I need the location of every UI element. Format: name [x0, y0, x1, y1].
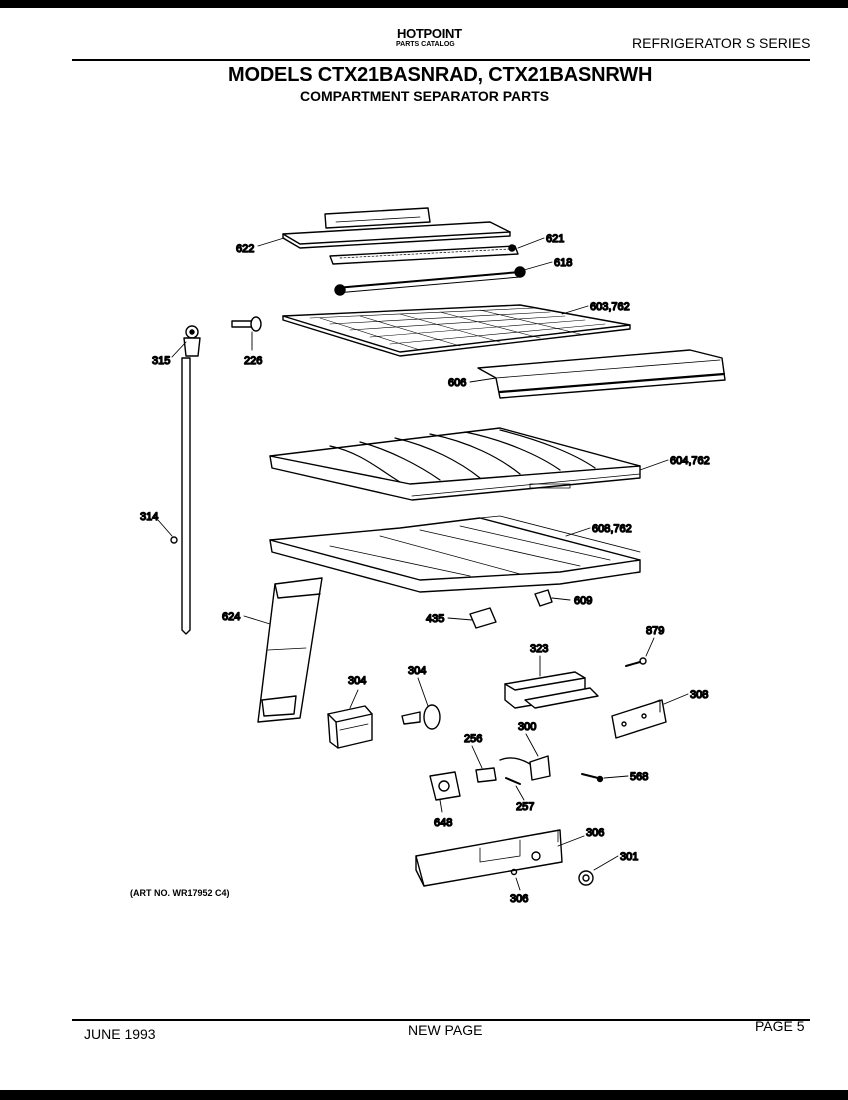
callout-568: 568	[630, 771, 648, 783]
callout-306-housing: 306	[586, 827, 604, 839]
part-306-housing	[415, 829, 563, 887]
part-621-rail	[329, 244, 519, 265]
part-301-grommet	[578, 870, 594, 886]
callout-323: 323	[530, 643, 548, 655]
header-rule	[72, 59, 810, 61]
callout-621: 621	[546, 233, 564, 245]
callout-315: 315	[152, 355, 170, 367]
part-604-shelf	[269, 427, 641, 501]
callout-435: 435	[426, 613, 444, 625]
part-256-switch	[475, 767, 497, 783]
callout-300: 300	[518, 721, 536, 733]
callout-622: 622	[236, 243, 254, 255]
part-608-separator	[269, 515, 641, 593]
part-622-cover	[282, 207, 511, 249]
footer-date: JUNE 1993	[84, 1026, 156, 1042]
callout-608: 608,762	[592, 523, 632, 535]
callout-226: 226	[244, 355, 262, 367]
part-308-bracket	[611, 699, 667, 739]
part-879-screw	[625, 657, 647, 667]
parts-exploded-diagram: 622 621 618 603,762 315 226 606 604,762 …	[139, 207, 726, 906]
callout-306-hole: 306	[510, 893, 528, 905]
page-number: PAGE 5	[755, 1018, 805, 1034]
part-609-clip	[534, 589, 553, 607]
footer-rule	[72, 1019, 810, 1021]
part-606-trim	[477, 349, 726, 399]
part-648-damper	[429, 771, 461, 801]
callout-301: 301	[620, 851, 638, 863]
callout-256: 256	[464, 733, 482, 745]
brand-name: HOTPOINT	[397, 26, 462, 41]
callout-257: 257	[516, 801, 534, 813]
part-603-shelf	[282, 304, 631, 357]
part-315-hinge	[183, 325, 201, 357]
callout-879: 879	[646, 625, 664, 637]
callout-618: 618	[554, 257, 572, 269]
callout-604: 604,762	[670, 455, 710, 467]
part-300-thermostat	[499, 755, 551, 781]
callout-304-knob: 304	[408, 665, 426, 677]
callout-606: 606	[448, 377, 466, 389]
callout-603: 603,762	[590, 301, 630, 313]
art-number: (ART NO. WR17952 C4)	[130, 888, 230, 898]
callout-624: 624	[222, 611, 240, 623]
page-title: MODELS CTX21BASNRAD, CTX21BASNRWH	[228, 64, 653, 86]
catalog-label: PARTS CATALOG	[396, 41, 455, 48]
part-314-rod	[170, 357, 191, 635]
catalog-page: HOTPOINT PARTS CATALOG REFRIGERATOR S SE…	[0, 8, 848, 1090]
part-618-rod	[334, 266, 526, 296]
callout-314: 314	[140, 511, 158, 523]
series-label: REFRIGERATOR S SERIES	[632, 35, 811, 51]
part-435-clip	[469, 607, 497, 629]
callout-609: 609	[574, 595, 592, 607]
part-323-module	[504, 671, 599, 709]
callout-308: 308	[690, 689, 708, 701]
part-624-liner	[257, 577, 323, 723]
callout-leaders	[157, 237, 689, 891]
part-568-screw	[581, 773, 604, 783]
part-226-pin	[231, 316, 262, 332]
part-257-screw	[505, 777, 521, 785]
page-subtitle: COMPARTMENT SEPARATOR PARTS	[300, 88, 550, 104]
callout-648: 648	[434, 817, 452, 829]
footer-note: NEW PAGE	[408, 1022, 483, 1038]
callout-304-block: 304	[348, 675, 366, 687]
part-304-knob	[401, 704, 441, 730]
part-304-block	[327, 705, 373, 749]
